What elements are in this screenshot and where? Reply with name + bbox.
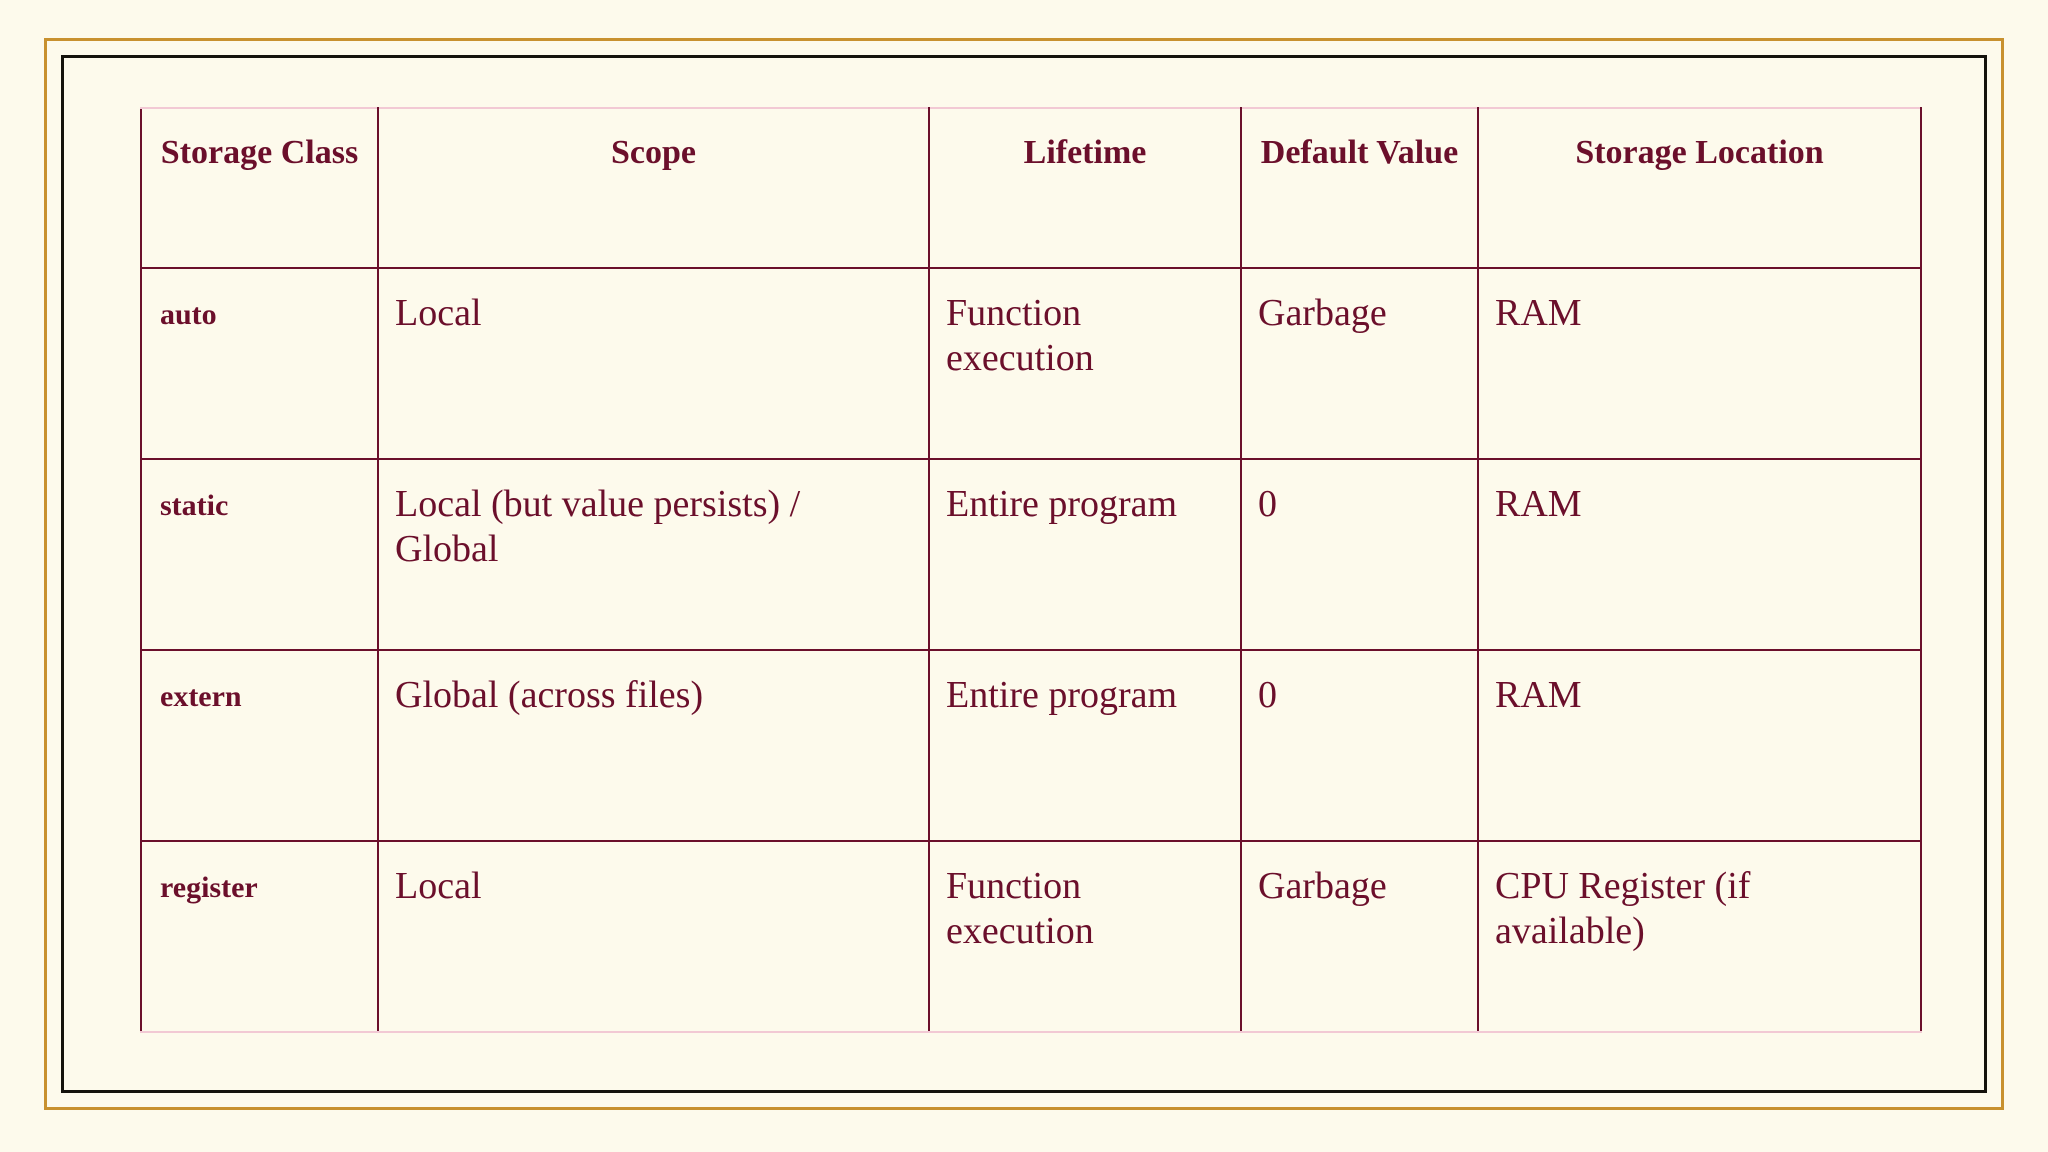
- cell-storage-class: extern: [140, 649, 379, 842]
- cell-storage-class: register: [140, 840, 379, 1033]
- cell-storage-location: RAM: [1477, 267, 1922, 460]
- cell-scope: Local: [377, 840, 930, 1033]
- table-header-row: Storage Class Scope Lifetime Default Val…: [140, 107, 1922, 269]
- column-header-scope: Scope: [377, 107, 930, 269]
- column-header-default-value: Default Value: [1240, 107, 1479, 269]
- table-header: Storage Class Scope Lifetime Default Val…: [140, 107, 1922, 269]
- table-row: register Local Function execution Garbag…: [140, 840, 1922, 1033]
- cell-default-value: Garbage: [1240, 840, 1479, 1033]
- table-row: auto Local Function execution Garbage RA…: [140, 267, 1922, 460]
- column-header-storage-location: Storage Location: [1477, 107, 1922, 269]
- cell-default-value: 0: [1240, 649, 1479, 842]
- storage-class-table-container: Storage Class Scope Lifetime Default Val…: [140, 107, 1922, 1033]
- cell-lifetime: Entire program: [928, 458, 1242, 651]
- cell-scope: Local: [377, 267, 930, 460]
- cell-storage-class: static: [140, 458, 379, 651]
- cell-storage-location: RAM: [1477, 649, 1922, 842]
- table-body: auto Local Function execution Garbage RA…: [140, 267, 1922, 1033]
- cell-storage-location: RAM: [1477, 458, 1922, 651]
- table-row: extern Global (across files) Entire prog…: [140, 649, 1922, 842]
- cell-lifetime: Function execution: [928, 840, 1242, 1033]
- cell-default-value: 0: [1240, 458, 1479, 651]
- cell-storage-location: CPU Register (if available): [1477, 840, 1922, 1033]
- decorative-inner-frame: [61, 55, 1987, 1093]
- decorative-outer-frame: [44, 38, 2004, 1110]
- column-header-storage-class: Storage Class: [140, 107, 379, 269]
- cell-lifetime: Entire program: [928, 649, 1242, 842]
- cell-scope: Local (but value persists) / Global: [377, 458, 930, 651]
- cell-scope: Global (across files): [377, 649, 930, 842]
- storage-class-table: Storage Class Scope Lifetime Default Val…: [140, 107, 1922, 1033]
- column-header-lifetime: Lifetime: [928, 107, 1242, 269]
- cell-default-value: Garbage: [1240, 267, 1479, 460]
- cell-lifetime: Function execution: [928, 267, 1242, 460]
- table-row: static Local (but value persists) / Glob…: [140, 458, 1922, 651]
- cell-storage-class: auto: [140, 267, 379, 460]
